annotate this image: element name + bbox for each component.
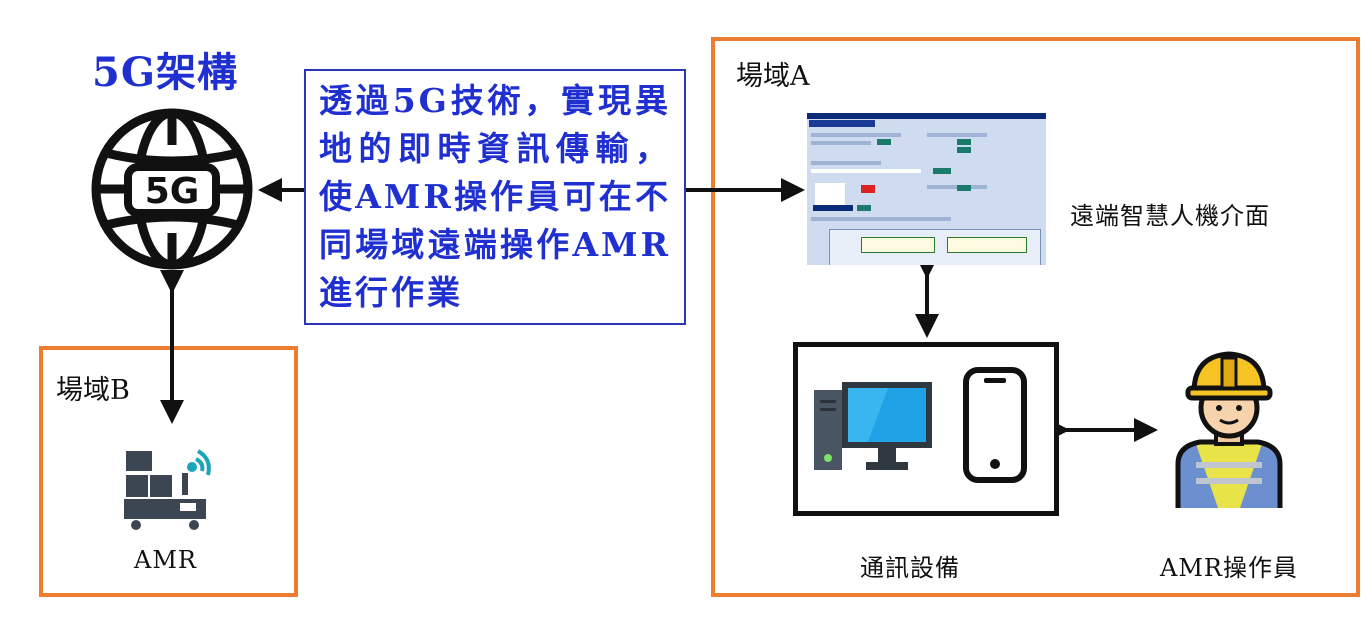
- callout-box: 透過5G技術，實現異地的即時資訊傳輸，使AMR操作員可在不同場域遠端操作AMR進…: [304, 69, 686, 325]
- operator-caption: AMR操作員: [1160, 554, 1298, 582]
- field-a-frame: [711, 37, 1360, 597]
- callout-text: 透過5G技術，實現異地的即時資訊傳輸，使AMR操作員可在不同場域遠端操作AMR進…: [319, 81, 671, 312]
- globe-5g-icon: 5G: [91, 108, 253, 270]
- worker-icon: [1175, 351, 1283, 508]
- device-caption: 通訊設備: [860, 554, 960, 582]
- desktop-computer-icon: [814, 382, 932, 470]
- hmi-caption: 遠端智慧人機介面: [1070, 202, 1270, 230]
- field-a-label: 場域A: [736, 61, 810, 92]
- smartphone-icon: [963, 367, 1027, 483]
- amr-caption: AMR: [134, 546, 197, 574]
- globe-badge-text: 5G: [145, 171, 200, 212]
- field-b-label: 場域B: [56, 375, 130, 406]
- amr-robot-icon: [124, 449, 211, 530]
- diagram-title: 5G架構: [92, 49, 238, 96]
- remote-hmi-screenshot: [807, 113, 1046, 265]
